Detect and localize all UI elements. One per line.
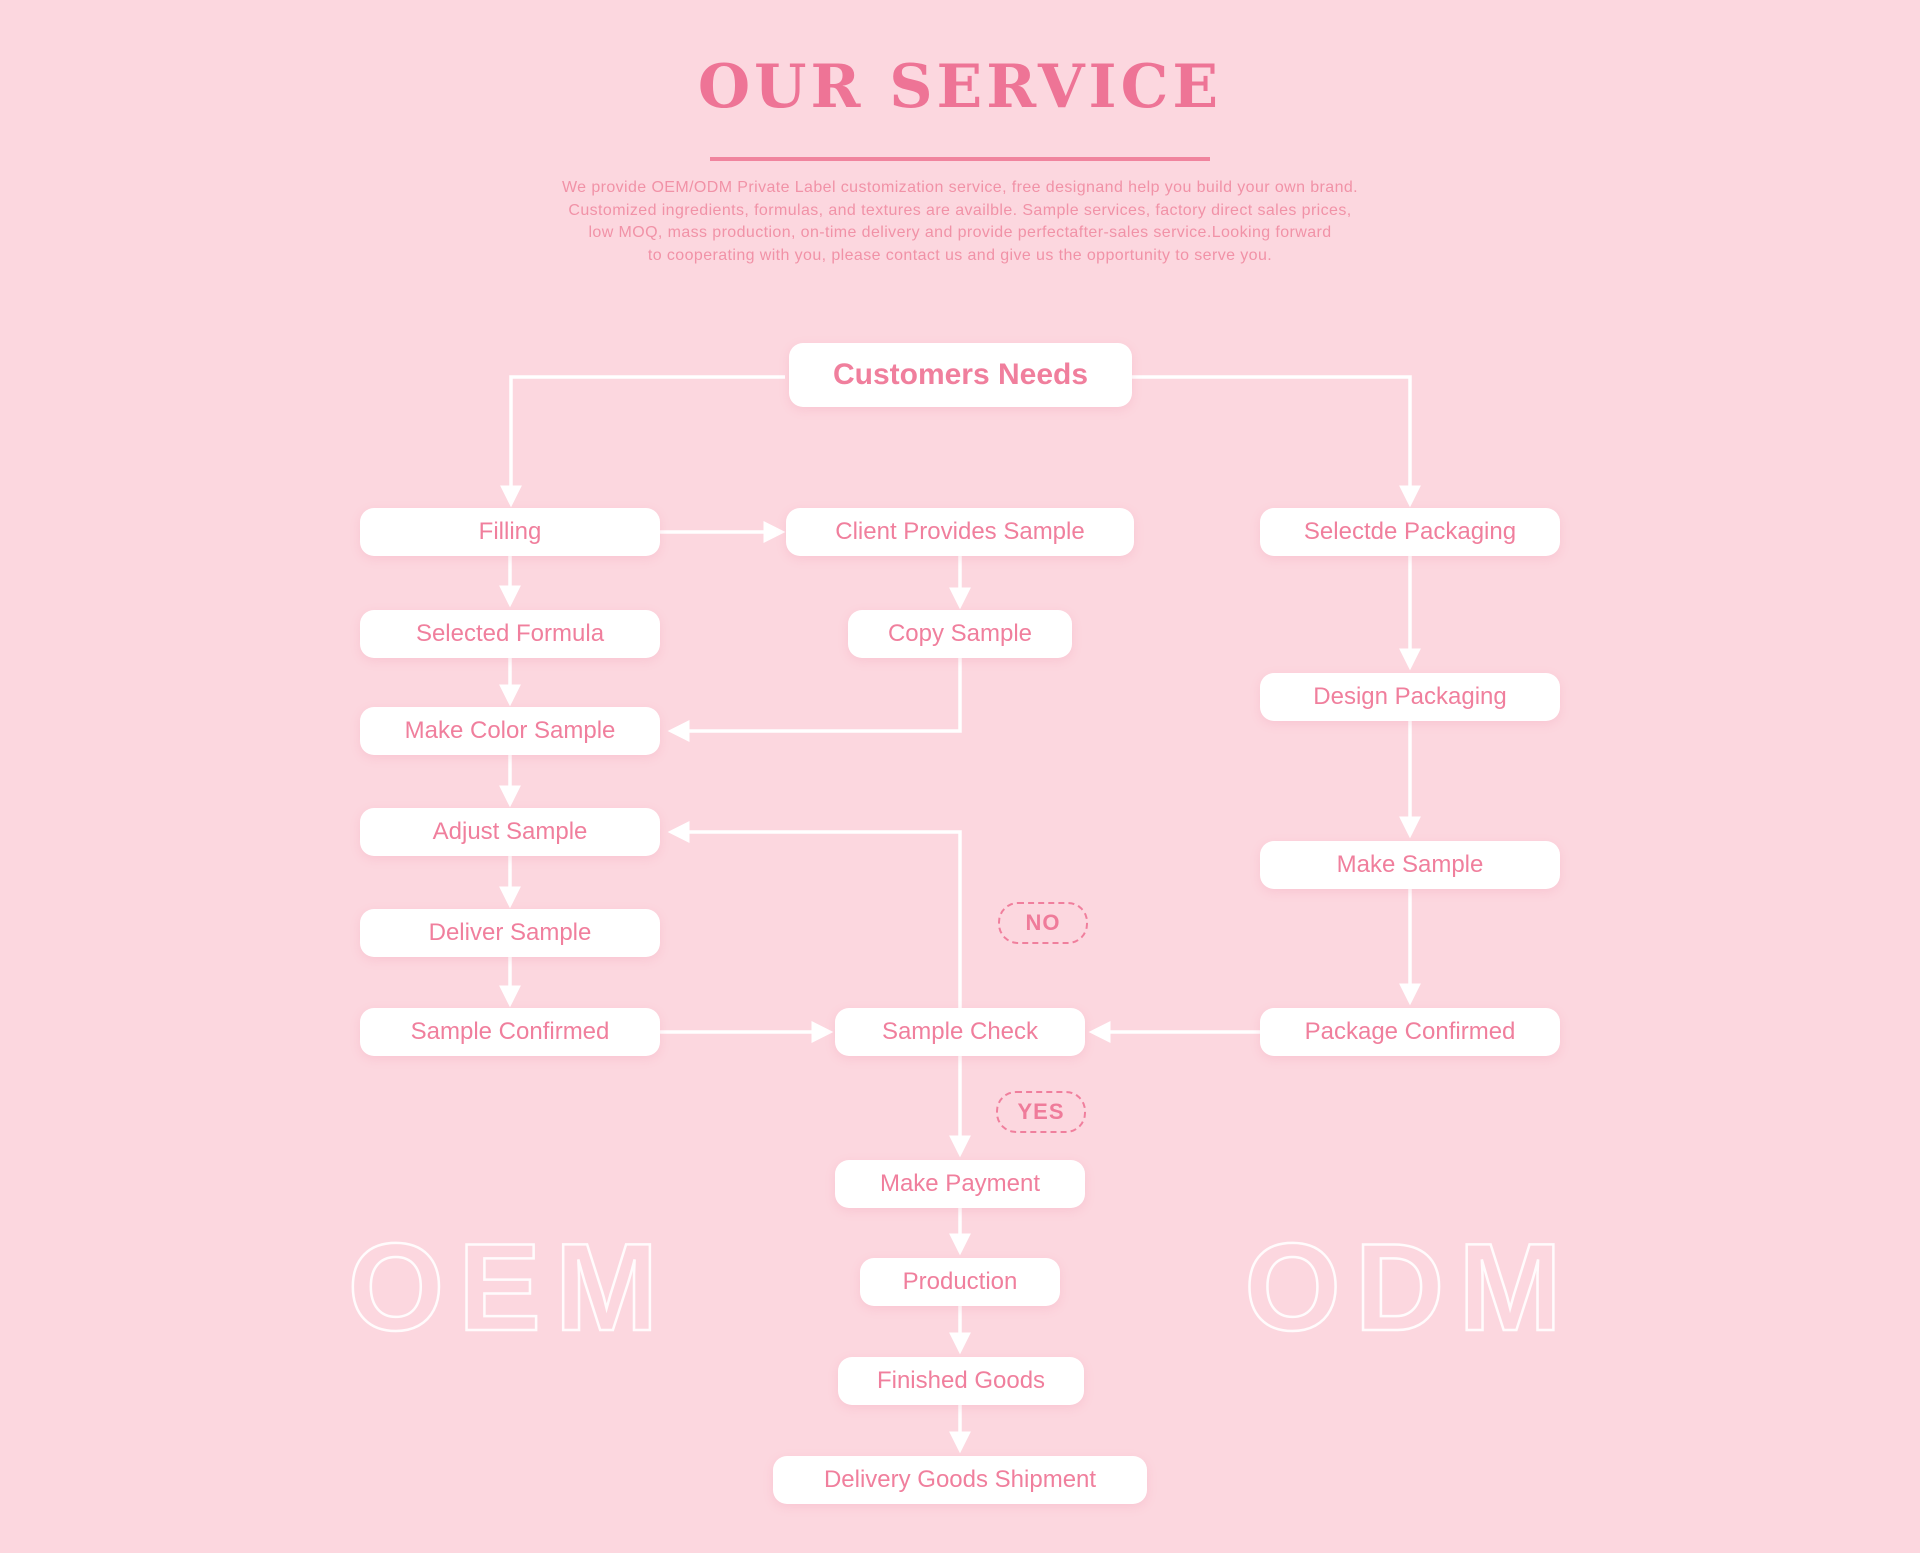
watermark-oem: OEM <box>347 1219 673 1357</box>
intro-line: We provide OEM/ODM Private Label customi… <box>561 179 1359 196</box>
node-customers-needs: Customers Needs <box>789 343 1132 407</box>
node-design-packaging: Design Packaging <box>1260 673 1560 721</box>
decision-no-badge: NO <box>998 902 1088 944</box>
intro-line: low MOQ, mass production, on-time delive… <box>588 224 1332 241</box>
intro-line: to cooperating with you, please contact … <box>647 246 1273 264</box>
node-package-confirmed: Package Confirmed <box>1260 1008 1560 1056</box>
node-sample-confirmed: Sample Confirmed <box>360 1008 660 1056</box>
page-title: OUR SERVICE <box>697 52 1223 122</box>
node-deliver-sample: Deliver Sample <box>360 909 660 957</box>
arrow-needs-to-selectde-packaging <box>1132 375 1421 508</box>
intro-paragraph: We provide OEM/ODM Private Label customi… <box>0 177 1920 267</box>
node-make-color-sample: Make Color Sample <box>360 707 660 755</box>
arrow-sample-check-no-to-adjust <box>667 821 962 1008</box>
arrow-copy-sample-to-make-color <box>667 658 962 742</box>
node-production: Production <box>860 1258 1060 1306</box>
node-filling: Filling <box>360 508 660 556</box>
node-selectde-packaging: Selectde Packaging <box>1260 508 1560 556</box>
intro-line: Customized ingredients, formulas, and te… <box>568 201 1352 219</box>
node-adjust-sample: Adjust Sample <box>360 808 660 856</box>
node-finished-goods: Finished Goods <box>838 1357 1084 1405</box>
arrow-needs-to-filling <box>500 375 785 508</box>
node-selected-formula: Selected Formula <box>360 610 660 658</box>
node-copy-sample: Copy Sample <box>848 610 1072 658</box>
node-sample-check: Sample Check <box>835 1008 1085 1056</box>
node-make-sample: Make Sample <box>1260 841 1560 889</box>
decision-yes-badge: YES <box>996 1091 1086 1133</box>
node-delivery-goods-shipment: Delivery Goods Shipment <box>773 1456 1147 1504</box>
title-underline <box>710 157 1210 161</box>
node-client-provides-sample: Client Provides Sample <box>786 508 1134 556</box>
node-make-payment: Make Payment <box>835 1160 1085 1208</box>
watermark-odm: ODM <box>1243 1219 1576 1357</box>
